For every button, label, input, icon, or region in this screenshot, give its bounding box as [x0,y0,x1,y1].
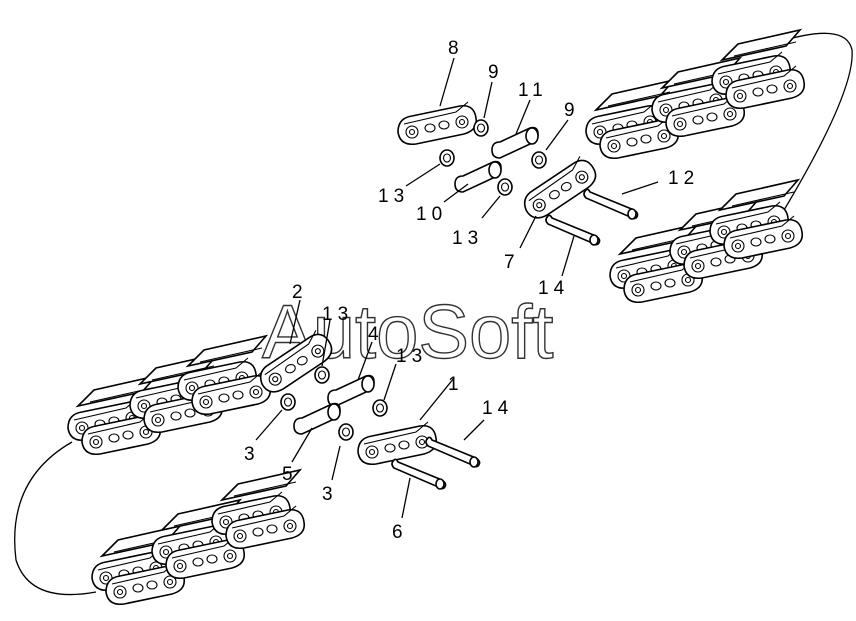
part-7-link [514,152,605,223]
label-11: 11 [518,80,548,101]
track-loop-upper [761,32,853,247]
label-13-d: 13 [396,346,427,367]
part-9-seal-b [531,151,547,169]
part-13-seal-b [497,178,513,196]
label-13-c: 13 [322,304,353,325]
part-12-pin [583,188,639,220]
part-13-seal-c [314,366,330,384]
track-loop-lower [14,441,97,596]
callout-labels: 8 9 11 9 13 10 13 12 7 14 2 13 4 13 1 14… [244,38,699,543]
part-1-link [357,421,438,466]
label-9-a: 9 [488,62,504,83]
label-2: 2 [292,282,308,303]
label-13-b: 13 [452,228,483,249]
label-4: 4 [368,324,384,345]
label-1: 1 [448,374,464,395]
track-assembly-right-middle [610,180,802,302]
part-10-bushing [454,160,502,193]
track-assembly-left [68,336,270,454]
label-6: 6 [392,522,408,543]
part-11-bushing [491,126,539,159]
part-13-seal-a [439,149,455,167]
label-8: 8 [448,38,464,59]
leader-lines [255,57,659,519]
part-14-pin-b [425,436,481,468]
part-6-pin [391,458,447,490]
part-4-bushing [327,374,375,407]
part-3-seal-a [280,393,296,411]
label-7: 7 [504,252,520,273]
part-13-seal-d [372,399,388,417]
label-3-b: 3 [322,484,338,505]
part-3-seal-b [338,423,354,441]
label-13-a: 13 [378,186,409,207]
label-9-b: 9 [564,100,580,121]
label-12: 12 [668,168,699,189]
label-14-b: 14 [482,398,513,419]
label-14-a: 14 [538,278,569,299]
part-5-bushing [293,402,341,435]
track-assembly-upper-right [586,30,804,158]
part-8-link [397,101,478,146]
track-assembly-lower-left [92,470,304,604]
label-10: 10 [416,204,447,225]
part-9-seal-a [473,119,489,137]
label-5: 5 [282,464,298,485]
label-3-a: 3 [244,444,260,465]
